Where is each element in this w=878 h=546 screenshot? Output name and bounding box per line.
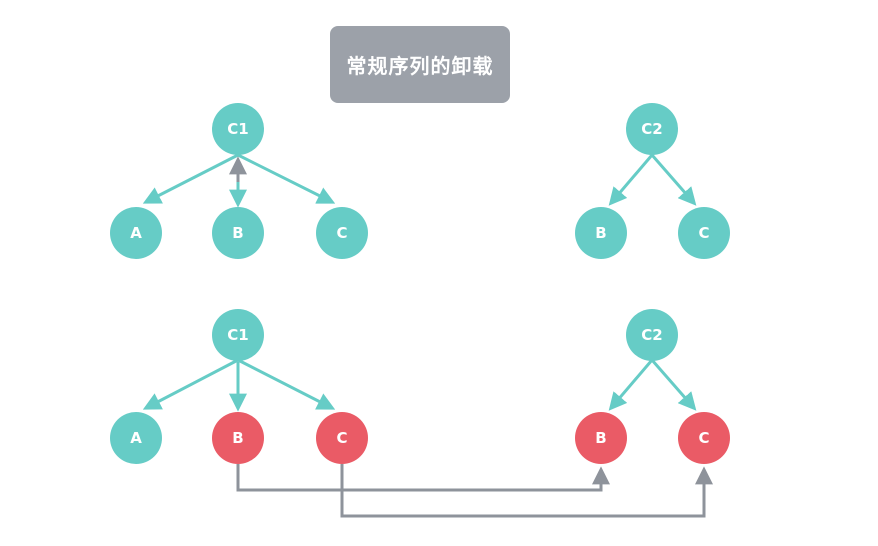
node-b-bottom-right: B [575, 412, 627, 464]
node-c1-bottom-label: C1 [227, 326, 248, 344]
node-c2-bottom-label: C2 [641, 326, 662, 344]
node-c-top-right: C [678, 207, 730, 259]
bottom-left-tree: C1 A B C [110, 309, 368, 464]
top-left-tree: C1 A B C [110, 103, 368, 259]
edge-c2-c-top [650, 154, 697, 206]
move-arrow-b [236, 464, 610, 492]
node-b-bottom-label: B [232, 429, 243, 447]
edge-c2-b-top [608, 154, 654, 206]
node-b-bottom-right-label: B [595, 429, 606, 447]
node-c1-top: C1 [212, 103, 264, 155]
edge-c1-c-bottom [237, 358, 336, 410]
move-arrow-c [340, 464, 713, 518]
node-c-top-label: C [336, 224, 347, 242]
node-c2-bottom: C2 [626, 309, 678, 361]
node-c-bottom-label: C [336, 429, 347, 447]
node-b-top-right: B [575, 207, 627, 259]
node-c2-top-label: C2 [641, 120, 662, 138]
bottom-right-tree: C2 B C [575, 309, 730, 464]
edge-c2-c-bottom [650, 359, 697, 411]
node-c-bottom-right: C [678, 412, 730, 464]
node-b-top-right-label: B [595, 224, 606, 242]
node-a-top: A [110, 207, 162, 259]
node-a-top-label: A [130, 224, 142, 242]
node-a-bottom-label: A [130, 429, 142, 447]
node-c2-top: C2 [626, 103, 678, 155]
node-b-bottom: B [212, 412, 264, 464]
node-b-top-label: B [232, 224, 243, 242]
node-c1-top-label: C1 [227, 120, 248, 138]
node-c1-bottom: C1 [212, 309, 264, 361]
edge-c1-a-bottom [142, 358, 239, 410]
node-c-bottom: C [316, 412, 368, 464]
top-right-tree: C2 B C [575, 103, 730, 259]
node-c-top-right-label: C [698, 224, 709, 242]
diagram-title: 常规序列的卸载 [330, 26, 510, 103]
node-b-top: B [212, 207, 264, 259]
edge-c1-c [237, 153, 336, 204]
edge-c1-a [142, 153, 239, 204]
node-a-bottom: A [110, 412, 162, 464]
node-c-bottom-right-label: C [698, 429, 709, 447]
edge-c2-b-bottom [608, 359, 654, 411]
node-c-top: C [316, 207, 368, 259]
